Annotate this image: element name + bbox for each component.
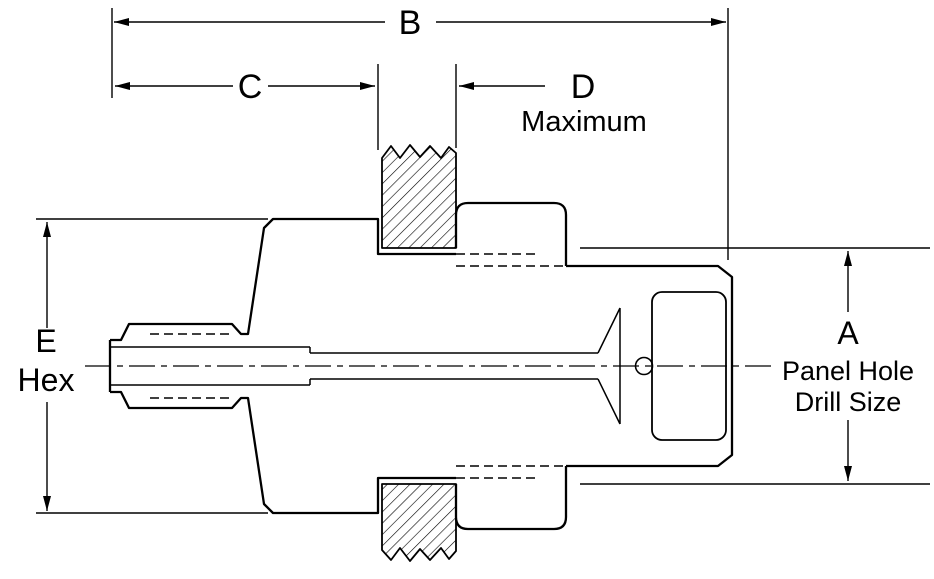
dim-label-a: A xyxy=(837,315,859,351)
locknut-upper-profile xyxy=(454,201,568,266)
panel-upper-section xyxy=(381,144,457,249)
panel-lower-section xyxy=(381,483,457,562)
dimension-b: B xyxy=(111,4,729,260)
dim-desc-a-line1: Panel Hole xyxy=(782,356,914,386)
dimension-d: D Maximum xyxy=(455,64,647,148)
dimension-e: E Hex xyxy=(18,218,268,514)
dimension-c: C xyxy=(115,64,379,150)
dim-qualifier-e: Hex xyxy=(18,362,75,398)
dim-qualifier-d: Maximum xyxy=(521,106,647,138)
dim-label-b: B xyxy=(399,4,422,42)
dim-label-d: D xyxy=(571,68,596,106)
fitting-body xyxy=(85,217,775,515)
dimension-a: A Panel Hole Drill Size xyxy=(580,247,930,485)
dim-desc-a-line2: Drill Size xyxy=(795,387,902,417)
dim-label-c: C xyxy=(238,68,263,106)
panel-section xyxy=(381,144,457,562)
locknut-lower-profile xyxy=(454,466,568,531)
dim-label-e: E xyxy=(35,323,56,359)
panel-locknut xyxy=(454,201,568,531)
hidden-thread-lines xyxy=(150,253,566,479)
